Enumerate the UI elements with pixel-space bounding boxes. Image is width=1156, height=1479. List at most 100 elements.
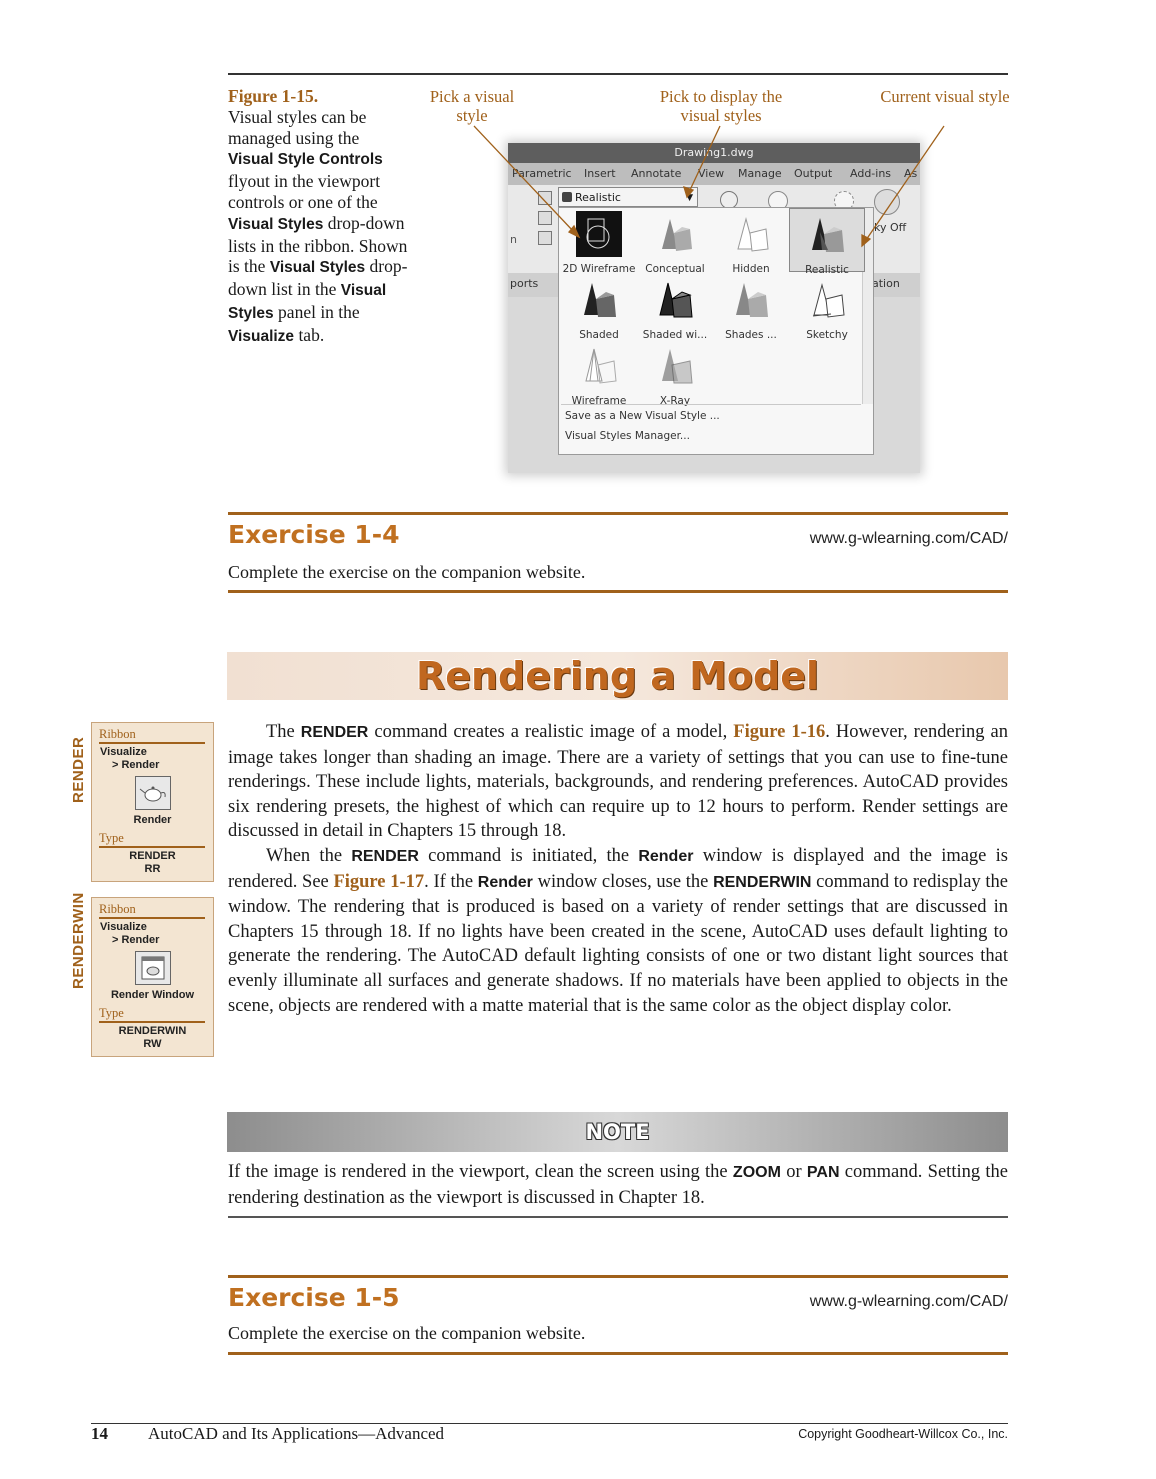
shadededge-thumbnail-icon — [659, 282, 693, 318]
figure-top-rule — [228, 73, 1008, 75]
gallery-separator — [561, 404, 861, 405]
page-number: 14 — [91, 1424, 108, 1443]
exercise-4-url[interactable]: www.g-wlearning.com/CAD/ — [809, 530, 1008, 547]
exercise-5-top-rule — [228, 1275, 1008, 1278]
conceptual-thumbnail-icon — [662, 219, 692, 251]
visual-style-label: Shaded wi... — [642, 329, 708, 341]
viewport-icon[interactable] — [538, 191, 552, 205]
callout-pick-style: Pick a visual style — [429, 87, 515, 125]
visual-style-sketchy[interactable]: Sketchy — [789, 274, 865, 341]
text-run: If the image is rendered in the viewport… — [228, 1162, 733, 1182]
wireframe-thumbnail-icon — [585, 348, 617, 384]
viewport-join-icon[interactable] — [538, 231, 552, 245]
text-run: flyout in the viewport controls or one o… — [228, 171, 381, 212]
render-window-icon[interactable] — [134, 951, 171, 985]
renderwin-command-box: Ribbon Visualize > Render Render Window … — [91, 897, 214, 1057]
ribbon-path-panel: > Render — [112, 934, 160, 946]
figure-caption: Figure 1-15. Visual styles can be manage… — [228, 86, 408, 348]
figure-title: Figure 1-15. — [228, 86, 319, 106]
hidden-thumbnail-icon — [737, 217, 769, 252]
tab-output[interactable]: Output — [794, 167, 833, 180]
visual-style-label: 2D Wireframe — [562, 263, 636, 275]
dropdown-selected-value: Realistic — [575, 191, 621, 204]
visual-style-label: Conceptual — [645, 263, 705, 275]
leader-pick-display — [689, 125, 721, 191]
command-name-text: ZOOM — [732, 1164, 781, 1181]
visual-style-shadededge[interactable]: Shaded wi... — [637, 274, 713, 341]
viewports-panel-label: ports — [510, 277, 539, 290]
tab-addins[interactable]: Add-ins — [850, 167, 892, 180]
copyright: Copyright Goodheart-Willcox Co., Inc. — [798, 1427, 1008, 1441]
render-button-label: Render — [133, 814, 172, 826]
visual-styles-manager-item[interactable]: Visual Styles Manager... — [565, 430, 690, 442]
leader-pick-style — [473, 125, 575, 233]
tab-annotate[interactable]: Annotate — [631, 167, 682, 180]
panel-label-right: ation — [872, 277, 900, 290]
command-name: RENDER — [129, 850, 176, 862]
visual-style-shadesgray[interactable]: Shades ... — [713, 274, 789, 341]
save-new-visual-style-item[interactable]: Save as a New Visual Style ... — [565, 410, 720, 422]
section-heading-bar — [227, 652, 1008, 700]
text-run: Visual styles can be managed using the — [228, 106, 367, 148]
visual-style-wire2d[interactable]: 2D Wireframe — [561, 208, 637, 275]
gallery-scrollbar[interactable] — [862, 208, 873, 404]
visual-style-label: Realistic — [805, 264, 849, 276]
sky-icon[interactable] — [874, 189, 900, 215]
figure-link[interactable]: Figure 1-17 — [333, 871, 425, 892]
viewport-grid-icon[interactable] — [538, 211, 552, 225]
text-run: command is initiated, the — [418, 845, 639, 866]
tab-view[interactable]: View — [698, 167, 725, 180]
sky-off-label: ky Off — [874, 221, 907, 234]
visual-style-hidden[interactable]: Hidden — [713, 208, 789, 275]
command-name-text: RENDER — [300, 724, 369, 741]
ribbon-path-tab: Visualize — [100, 921, 147, 933]
shadesgray-thumbnail-icon — [736, 283, 768, 317]
command-name-text: Visualize — [228, 327, 295, 345]
ribbon-path-panel: > Render — [112, 759, 160, 771]
window-title: Drawing1.dwg — [508, 143, 920, 163]
render-side-label: RENDER — [70, 736, 87, 803]
book-title: AutoCAD and Its Applications—Advanced — [148, 1424, 445, 1443]
command-name-text: Render — [477, 873, 533, 891]
note-bottom-rule — [228, 1216, 1008, 1218]
text-run: When the — [266, 845, 352, 866]
tab-insert[interactable]: Insert — [584, 167, 616, 180]
note-title: NOTE — [585, 1120, 650, 1144]
text-run: window is displayed and the image is ren… — [228, 845, 1008, 892]
visual-style-conceptual[interactable]: Conceptual — [637, 208, 713, 275]
command-name-text: Visual Styles — [228, 215, 324, 233]
text-run: panel in the — [273, 301, 360, 322]
arrowhead — [567, 224, 581, 239]
paragraph-1: The RENDER command creates a realistic i… — [228, 720, 1008, 844]
command-name-text: Visual Styles — [228, 282, 387, 322]
visual-styles-screenshot: Drawing1.dwg Parametric Insert Annotate … — [508, 143, 920, 473]
visual-style-realistic[interactable]: Realistic — [789, 208, 865, 276]
wire2d-thumbnail-icon — [576, 211, 622, 257]
visual-style-shaded[interactable]: Shaded — [561, 274, 637, 341]
exercise-5-title: Exercise 1-5 — [228, 1283, 400, 1312]
text-run: drop-down lists in the ribbon. Shown is … — [228, 212, 408, 277]
figure-link[interactable]: Figure 1-16 — [733, 722, 826, 742]
exercise-4-title: Exercise 1-4 — [228, 520, 400, 549]
ribbon-label: Ribbon — [99, 902, 136, 916]
callout-pick-display: Pick to display the visual styles — [659, 87, 783, 125]
visual-style-label: Shades ... — [725, 329, 777, 341]
type-label: Type — [99, 1006, 124, 1020]
visual-styles-dropdown[interactable]: Realistic ▼ — [558, 187, 698, 207]
chevron-down-icon[interactable]: ▼ — [686, 193, 693, 203]
tab-manage[interactable]: Manage — [738, 167, 782, 180]
note-bar — [227, 1112, 1008, 1152]
divider — [99, 742, 205, 744]
text-run: command creates a realistic image of a m… — [368, 722, 734, 742]
render-teapot-icon[interactable] — [134, 776, 171, 810]
realistic-style-icon — [562, 192, 572, 202]
command-name: RENDERWIN — [118, 1025, 187, 1037]
exercise-5-url[interactable]: www.g-wlearning.com/CAD/ — [809, 1293, 1008, 1310]
divider — [99, 917, 205, 919]
exercise-4-text: Complete the exercise on the companion w… — [228, 562, 586, 582]
text-run: drop-down list in the — [228, 256, 408, 300]
tab-parametric[interactable]: Parametric — [512, 167, 572, 180]
exercise-5-text: Complete the exercise on the companion w… — [228, 1323, 586, 1343]
visual-style-label: Sketchy — [806, 329, 848, 341]
command-name-text: PAN — [806, 1164, 840, 1181]
